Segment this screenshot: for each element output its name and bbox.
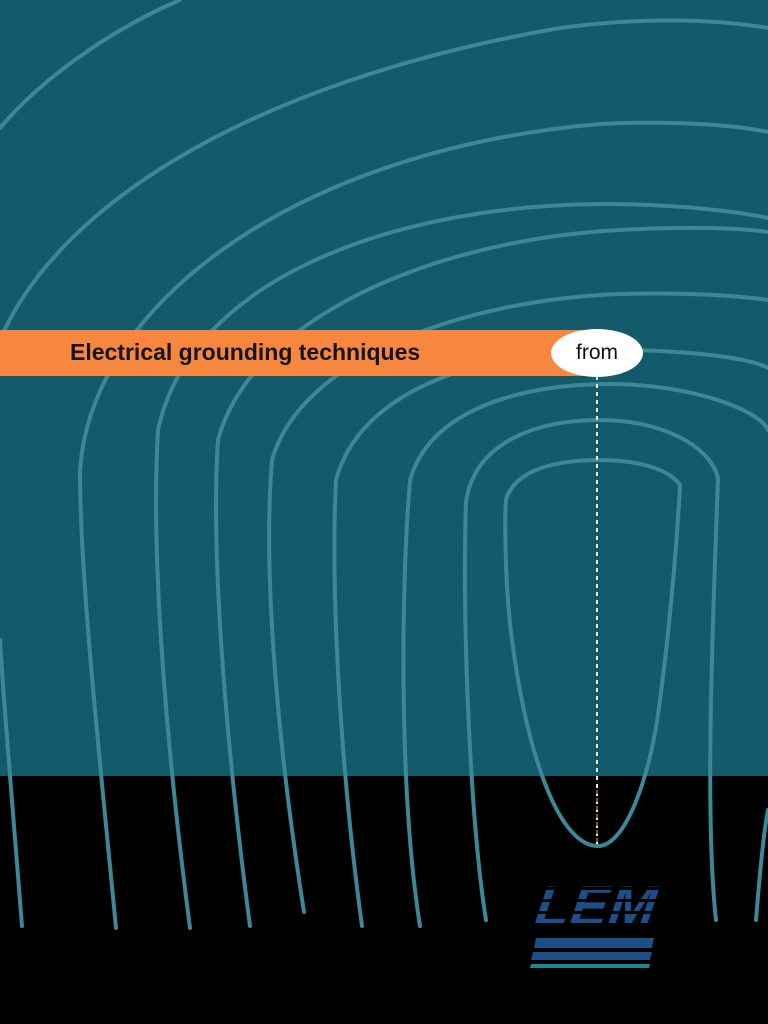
- equipotential-lines-graphic: [0, 0, 768, 930]
- title-band: [0, 330, 600, 376]
- lem-logo-text: LEM: [532, 874, 670, 937]
- sky-background: [0, 0, 768, 776]
- from-badge: from: [551, 329, 643, 377]
- document-title: Electrical grounding techniques: [70, 339, 421, 365]
- ground-background: [0, 776, 768, 1024]
- from-label: from: [576, 341, 618, 364]
- lem-logo-bars: [530, 938, 654, 968]
- lem-logo: LEM: [528, 874, 670, 970]
